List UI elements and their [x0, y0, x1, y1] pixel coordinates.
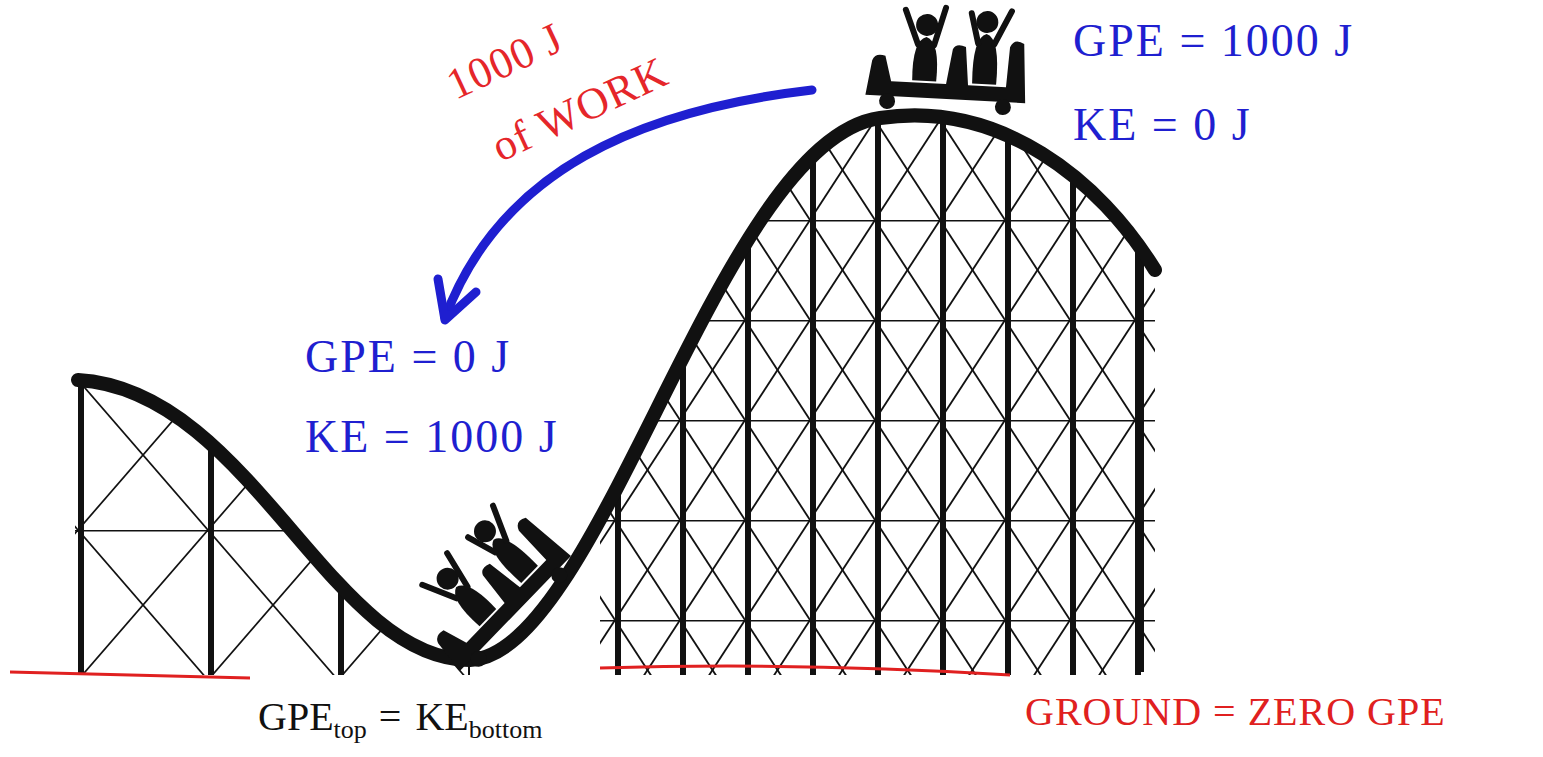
work-amount: 1000 J — [439, 14, 570, 109]
formula-line: GPEtop = KEbottom — [258, 695, 542, 745]
formula-subscript: bottom — [469, 715, 543, 744]
work-arrowhead — [438, 279, 476, 320]
energy-value: KE = 0 J — [1073, 100, 1252, 151]
coaster-track — [78, 115, 1155, 660]
formula-subscript: top — [334, 715, 367, 744]
energy-value: GPE = 0 J — [305, 332, 511, 383]
energy-value: KE = 1000 J — [305, 412, 559, 463]
ground-line — [600, 666, 1010, 675]
energy-value: GPE = 1000 J — [1073, 16, 1354, 67]
end-post — [1138, 255, 1144, 672]
coaster-car-top — [865, 4, 1030, 116]
ground-line — [10, 672, 250, 678]
ground-note: GROUND = ZERO GPE — [1025, 690, 1446, 734]
formula-equals: = — [379, 694, 402, 739]
formula-term: GPE — [258, 694, 334, 739]
formula-term: KE — [415, 694, 468, 739]
coaster-car-bottom — [394, 493, 580, 680]
